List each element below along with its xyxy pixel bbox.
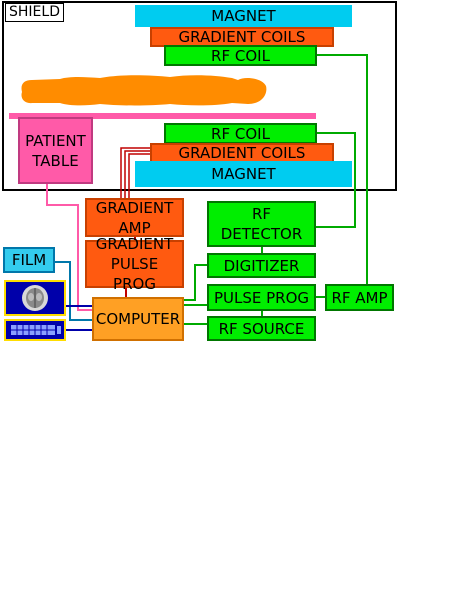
line-rfcoil-rfamp — [317, 54, 368, 285]
patient-silhouette-icon — [21, 75, 267, 106]
bottom-rf-coil: RF COIL — [164, 123, 317, 144]
top-magnet: MAGNET — [135, 5, 352, 27]
line-digitizer-computer — [184, 264, 207, 301]
film: FILM — [3, 247, 55, 273]
digitizer: DIGITIZER — [207, 253, 316, 278]
rf-detector: RF DETECTOR — [207, 201, 316, 247]
patient-table: PATIENT TABLE — [18, 117, 93, 184]
rf-amp: RF AMP — [325, 284, 394, 311]
mri-monitor-icon — [4, 280, 66, 316]
keyboard-icon — [4, 319, 66, 341]
rf-source: RF SOURCE — [207, 316, 316, 341]
gradient-pulse-prog: GRADIENT PULSE PROG — [85, 235, 184, 293]
table-bar — [9, 113, 316, 119]
line-amp-coils-2 — [124, 150, 150, 198]
computer: COMPUTER — [92, 297, 184, 341]
top-rf-coil: RF COIL — [164, 45, 317, 66]
bottom-magnet: MAGNET — [135, 161, 352, 187]
bottom-gradient-coils: GRADIENT COILS — [150, 143, 334, 163]
pulse-prog: PULSE PROG — [207, 284, 316, 311]
line-amp-coils-3 — [128, 153, 150, 198]
line-table-computer — [46, 183, 92, 311]
shield-boundary — [2, 1, 397, 191]
line-rfcoil-detector — [316, 132, 356, 228]
line-amp-coils-1 — [120, 147, 150, 198]
line-film-computer — [55, 261, 92, 321]
gradient-amp: GRADIENT AMP — [85, 198, 184, 237]
top-gradient-coils: GRADIENT COILS — [150, 27, 334, 47]
shield-label: SHIELD — [5, 3, 64, 22]
